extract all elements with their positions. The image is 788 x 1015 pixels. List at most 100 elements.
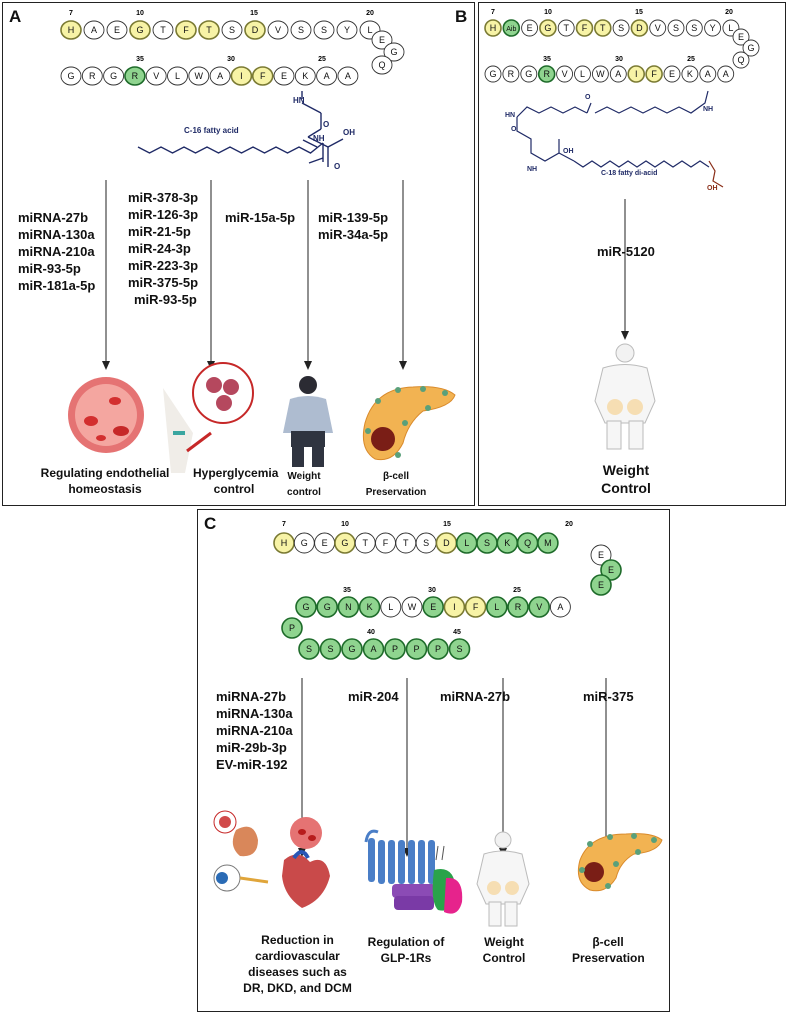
amino-acid-letter: S	[327, 644, 333, 654]
amino-acid-letter: W	[596, 69, 605, 79]
blood-sample-icon	[163, 362, 254, 473]
residue-number: 15	[635, 9, 643, 16]
panel-b-caption: Weight Control	[601, 462, 651, 496]
mirna-label: miR-34a-5p	[318, 227, 389, 242]
amino-acid-letter: K	[687, 69, 693, 79]
amino-acid-letter: S	[484, 538, 490, 548]
mirna-label: miR-378-3p	[128, 190, 199, 205]
amino-acid-bead	[337, 66, 359, 86]
residue-number: 15	[443, 521, 451, 528]
amino-acid-bead	[742, 39, 760, 57]
amino-acid-bead	[175, 20, 197, 40]
amino-acid-letter: S	[229, 25, 235, 35]
residue-number: 25	[687, 56, 695, 63]
panel-a-o-label-2: O	[334, 162, 340, 171]
residue-number: 30	[227, 56, 235, 63]
panel-a-caption-4: β-cell Preservation	[365, 471, 427, 498]
amino-acid-letter: D	[636, 23, 643, 33]
amino-acid-bead	[717, 65, 735, 83]
amino-acid-letter: V	[153, 71, 159, 81]
amino-acid-letter: A	[324, 71, 330, 81]
amino-acid-letter: A	[345, 71, 351, 81]
amino-acid-letter: A	[217, 71, 223, 81]
amino-acid-bead	[502, 65, 520, 83]
amino-acid-bead	[630, 19, 649, 37]
amino-acid-letter: S	[691, 23, 697, 33]
amino-acid-bead	[380, 596, 402, 618]
amino-acid-bead	[575, 19, 594, 37]
panel-c-mirna-group-2: miR-204	[348, 688, 399, 705]
amino-acid-letter: I	[635, 69, 638, 79]
amino-acid-bead	[600, 559, 622, 581]
person-icon	[283, 376, 333, 467]
amino-acid-bead	[167, 66, 188, 86]
amino-acid-letter: N	[345, 602, 352, 612]
panel-b-nh-label-2: NH	[527, 166, 537, 173]
amino-acid-bead	[556, 65, 574, 83]
amino-acid-letter: L	[728, 23, 733, 33]
amino-acid-bead	[685, 19, 703, 37]
mirna-label: miRNA-27b	[216, 689, 287, 704]
amino-acid-letter: R	[89, 71, 96, 81]
mirna-label: miR-181a-5p	[18, 278, 96, 293]
panel-a-arrows	[105, 180, 404, 363]
panel-b-mirna: miR-5120	[597, 244, 655, 259]
amino-acid-letter: G	[390, 47, 397, 57]
amino-acid-bead	[371, 55, 393, 75]
mirna-label: miR-223-3p	[128, 258, 199, 273]
amino-acid-letter: H	[490, 23, 497, 33]
residue-number: 40	[367, 629, 375, 636]
amino-acid-letter: F	[582, 23, 588, 33]
amino-acid-bead	[549, 596, 571, 618]
panel-c-mirna-group-1: miRNA-27b miRNA-130a miRNA-210a miR-29b-…	[216, 688, 293, 773]
amino-acid-bead	[520, 65, 538, 83]
amino-acid-letter: G	[489, 69, 496, 79]
amino-acid-letter: G	[747, 43, 754, 53]
amino-acid-letter: A	[705, 69, 711, 79]
amino-acid-bead	[152, 20, 174, 40]
amino-acid-bead	[251, 66, 274, 86]
amino-acid-bead	[484, 65, 502, 83]
residue-number: 7	[282, 521, 286, 528]
amino-acid-letter: H	[281, 538, 288, 548]
amino-acid-letter: A	[723, 69, 729, 79]
pancreas-icon	[577, 833, 663, 892]
panel-b-c18-structure	[516, 90, 710, 168]
amino-acid-bead	[507, 596, 529, 618]
mirna-label: miR-93-5p	[18, 261, 81, 276]
amino-acid-letter: R	[132, 71, 139, 81]
amino-acid-bead	[427, 638, 449, 660]
amino-acid-bead	[103, 66, 125, 86]
residue-number: 20	[725, 9, 733, 16]
amino-acid-bead	[574, 65, 591, 83]
amino-acid-letter: S	[306, 644, 312, 654]
mirna-label: miRNA-130a	[216, 706, 293, 721]
residue-number: 7	[69, 10, 73, 17]
panel-a-caption-3: Weight control	[287, 471, 321, 498]
amino-acid-bead	[732, 51, 750, 69]
amino-acid-letter: P	[413, 644, 419, 654]
amino-acid-bead	[704, 19, 722, 37]
amino-acid-bead	[612, 19, 630, 37]
amino-acid-bead	[358, 596, 381, 618]
amino-acid-bead	[129, 20, 151, 40]
mirna-label: miR-15a-5p	[225, 210, 296, 225]
amino-acid-letter: E	[281, 71, 287, 81]
residue-number: 10	[136, 10, 144, 17]
amino-acid-letter: F	[651, 69, 657, 79]
amino-acid-letter: E	[379, 35, 385, 45]
receptor-icon	[364, 829, 463, 914]
amino-acid-bead	[188, 66, 210, 86]
amino-acid-letter: A	[557, 602, 563, 612]
amino-acid-letter: E	[669, 69, 675, 79]
amino-acid-bead	[230, 66, 253, 86]
amino-acid-letter: G	[301, 538, 308, 548]
residue-number: 35	[343, 587, 351, 594]
mirna-label: miR-24-3p	[128, 241, 191, 256]
amino-acid-letter: Q	[378, 60, 385, 70]
amino-acid-letter: P	[435, 644, 441, 654]
panel-b-oh-label: OH	[563, 148, 574, 155]
amino-acid-bead	[422, 596, 444, 618]
